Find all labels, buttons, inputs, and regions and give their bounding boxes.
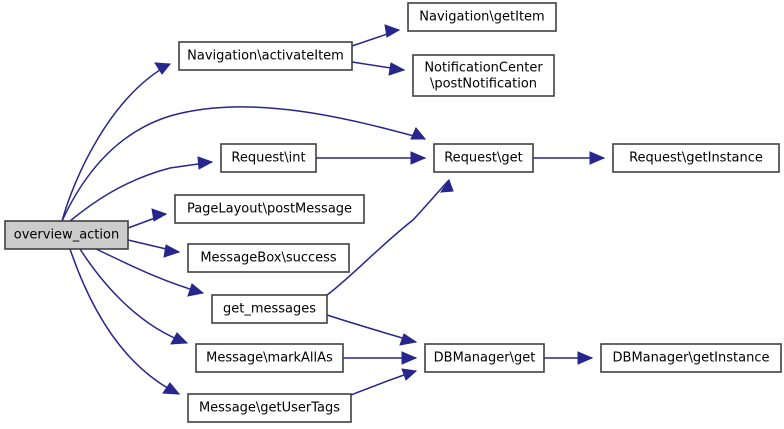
node-box[interactable] (612, 143, 780, 173)
node-box[interactable] (211, 294, 328, 324)
edge-message_getusertags-to-dbmanager_get (350, 368, 418, 396)
edge-line (69, 161, 213, 222)
node-box[interactable] (195, 343, 344, 373)
arrowhead-icon (410, 151, 427, 165)
edge-overview_action-to-pagelayout_postmessage (127, 208, 168, 229)
edge-request_get-to-request_getinstance (533, 151, 606, 165)
node-label: DBManager\get (434, 351, 536, 366)
node-label: Request\get (444, 151, 523, 166)
edge-overview_action-to-navigation_activateitem (61, 62, 171, 222)
edge-get_messages-to-dbmanager_get (326, 314, 418, 346)
edge-overview_action-to-request_int (69, 156, 214, 222)
node-request_getinstance[interactable]: Request\getInstance (612, 143, 780, 173)
arrowhead-icon (162, 382, 181, 395)
edge-dbmanager_get-to-dbmanager_getinstance (544, 351, 594, 365)
node-label: PageLayout\postMessage (187, 202, 352, 217)
node-box[interactable] (412, 54, 555, 97)
edge-request_int-to-request_get (316, 151, 427, 165)
node-label: get_messages (223, 302, 316, 317)
edge-navigation_activateitem-to-navigation_getitem (351, 24, 401, 47)
node-label: Request\int (231, 151, 305, 166)
node-request_get[interactable]: Request\get (433, 143, 534, 173)
node-pagelayout_postmessage[interactable]: PageLayout\postMessage (174, 194, 365, 224)
node-dbmanager_get[interactable]: DBManager\get (424, 343, 545, 373)
arrowhead-icon (163, 244, 181, 258)
node-dbmanager_getinstance[interactable]: DBManager\getInstance (600, 343, 782, 373)
node-box[interactable] (424, 343, 545, 373)
edge-overview_action-to-message_markallas (79, 248, 189, 345)
arrowhead-icon (384, 24, 401, 38)
arrowhead-icon (440, 178, 454, 193)
node-message_getusertags[interactable]: Message\getUserTags (187, 393, 352, 423)
arrowhead-icon (401, 351, 418, 365)
node-label: Navigation\activateItem (187, 49, 344, 64)
node-box[interactable] (174, 194, 365, 224)
arrowhead-icon (399, 333, 418, 346)
node-label-line: NotificationCenter (424, 60, 543, 75)
node-label: DBManager\getInstance (613, 351, 770, 366)
node-box[interactable] (187, 243, 350, 273)
arrowhead-icon (388, 62, 406, 76)
arrowhead-icon (577, 351, 594, 365)
node-label: Request\getInstance (629, 151, 763, 166)
node-label: Message\markAllAs (206, 351, 333, 366)
node-overview_action[interactable]: overview_action (4, 220, 129, 250)
node-label: Message\getUserTags (199, 401, 340, 416)
node-box[interactable] (187, 393, 352, 423)
arrowhead-icon (154, 62, 171, 75)
edge-overview_action-to-message_getusertags (69, 248, 181, 395)
edge-line (79, 248, 188, 344)
node-message_markallas[interactable]: Message\markAllAs (195, 343, 344, 373)
node-request_int[interactable]: Request\int (220, 143, 317, 173)
node-box[interactable] (220, 143, 317, 173)
arrowhead-icon (410, 127, 427, 140)
edge-line (61, 63, 171, 222)
node-box[interactable] (433, 143, 534, 173)
node-label: overview_action (14, 228, 119, 243)
nodes-layer: overview_action Navigation\activateItem Na… (4, 2, 782, 423)
edge-get_messages-to-request_get (326, 178, 454, 296)
node-label-line: \postNotification (430, 76, 537, 91)
edge-line (61, 106, 426, 222)
node-label: NotificationCenter\postNotification (424, 60, 543, 91)
edge-navigation_activateitem-to-notificationcenter_postnotification (351, 61, 406, 76)
node-navigation_getitem[interactable]: Navigation\getItem (407, 2, 557, 32)
arrowhead-icon (187, 283, 205, 297)
arrowhead-icon (151, 208, 168, 222)
node-navigation_activateitem[interactable]: Navigation\activateItem (178, 41, 353, 71)
arrowhead-icon (589, 151, 606, 165)
node-label: Navigation\getItem (419, 10, 544, 25)
node-box[interactable] (600, 343, 782, 373)
edge-line (69, 248, 180, 395)
edge-line (95, 248, 204, 294)
edge-message_markallas-to-dbmanager_get (343, 351, 418, 365)
edge-overview_action-to-messagebox_success (127, 239, 181, 258)
node-messagebox_success[interactable]: MessageBox\success (187, 243, 350, 273)
edge-overview_action-to-get_messages (95, 248, 205, 297)
arrowhead-icon (170, 332, 189, 345)
node-get_messages[interactable]: get_messages (211, 294, 328, 324)
edge-overview_action-to-request_get (61, 106, 427, 222)
node-label: MessageBox\success (200, 251, 337, 266)
node-box[interactable] (407, 2, 557, 32)
arrowhead-icon (197, 156, 214, 170)
node-box[interactable] (178, 41, 353, 71)
arrowhead-icon (401, 368, 418, 381)
node-notificationcenter_postnotification[interactable]: NotificationCenter\postNotification (412, 54, 555, 97)
node-box[interactable] (4, 220, 129, 250)
edges-layer (61, 24, 606, 396)
edge-line (326, 179, 450, 296)
